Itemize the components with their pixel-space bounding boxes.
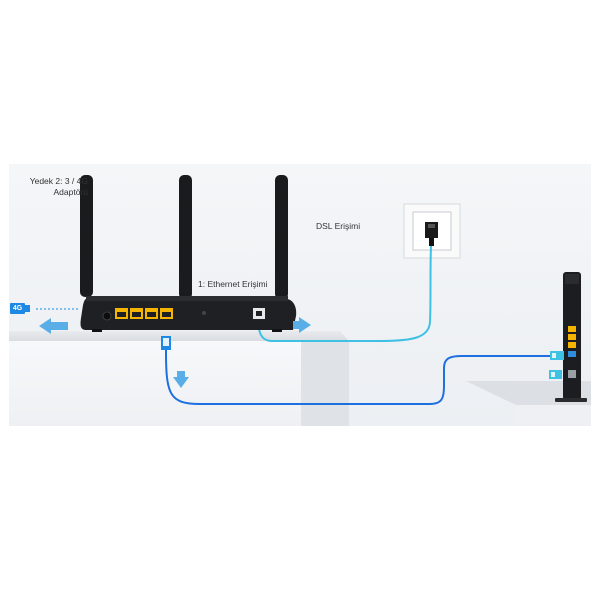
backup-adapter-label: Yedek 2: 3 / 4G Adaptörü [10,176,88,198]
backup-label-line1: Yedek 2: 3 / 4G [29,176,88,186]
dsl-access-label: DSL Erişimi [316,221,361,231]
modem-icon [555,272,587,402]
ethernet-access-label: 1: Ethernet Erişimi [198,279,268,289]
router-icon [80,296,297,332]
arrow-down-icon [173,371,189,388]
ethernet-cable [165,351,551,405]
modem-plug-icon [549,351,564,379]
4g-adapter-connector [25,305,30,312]
modem-desk-front [516,405,591,426]
router-desk-side [301,341,349,426]
4g-adapter-icon: 4G [10,303,25,314]
dsl-cable-socket [257,245,432,342]
router-antennas [80,175,288,299]
router-desk-front [9,341,301,426]
router-desk-top [9,331,349,341]
backup-label-line2: Adaptörü [53,187,89,197]
ethernet-plug-icon [161,336,171,354]
arrow-left-icon [39,318,68,334]
dsl-wall-socket-icon [403,203,461,259]
arrow-right-icon [293,317,311,333]
